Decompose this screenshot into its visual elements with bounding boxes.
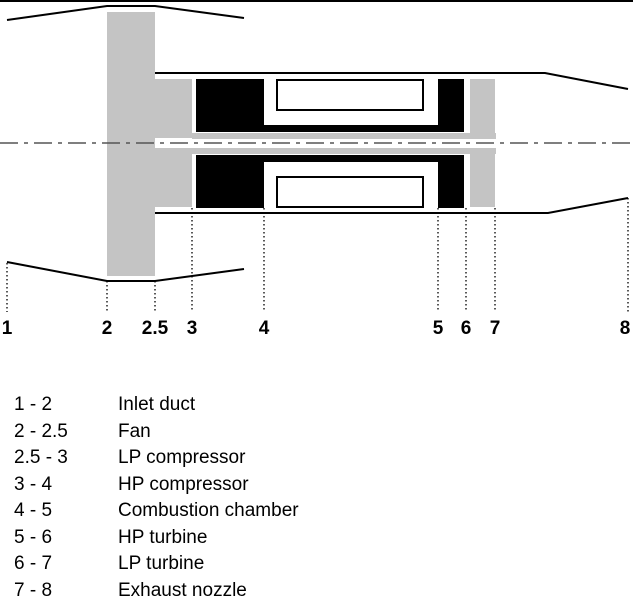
legend-range: 7 - 8 xyxy=(14,579,53,601)
combustion-chamber-lower-liner xyxy=(276,176,424,208)
legend-component-name: LP compressor xyxy=(118,447,246,469)
lp-turbine-upper-block xyxy=(470,79,495,138)
combustion-chamber-upper-liner xyxy=(276,79,424,111)
nacelle-upper-line xyxy=(6,5,245,21)
station-label-7: 7 xyxy=(490,318,501,339)
legend-row: 2 - 2.5 Fan xyxy=(14,419,434,446)
legend-row: 1 - 2 Inlet duct xyxy=(14,392,434,419)
legend-component-name: Fan xyxy=(118,420,151,442)
station-label-4: 4 xyxy=(259,318,270,339)
legend-component-name: Combustion chamber xyxy=(118,500,299,522)
core-cowl-lower-line xyxy=(155,197,629,214)
legend-component-name: Exhaust nozzle xyxy=(118,579,247,601)
legend-row: 5 - 6 HP turbine xyxy=(14,525,434,552)
lp-shaft-lower-strip xyxy=(192,148,496,154)
station-label-8: 8 xyxy=(620,318,631,339)
station-label-2-5: 2.5 xyxy=(142,318,169,339)
turbofan-station-diagram: 1 2 2.5 3 4 5 6 7 8 xyxy=(0,0,633,339)
legend-range: 1 - 2 xyxy=(14,394,53,416)
legend-range: 4 - 5 xyxy=(14,500,53,522)
legend-range: 5 - 6 xyxy=(14,526,53,548)
station-leaders xyxy=(6,198,629,312)
legend-row: 3 - 4 HP compressor xyxy=(14,472,434,499)
legend-component-name: LP turbine xyxy=(118,553,205,575)
legend-range: 2.5 - 3 xyxy=(14,447,68,469)
legend-row: 2.5 - 3 LP compressor xyxy=(14,445,434,472)
legend-range: 6 - 7 xyxy=(14,553,53,575)
nacelle-lower-line xyxy=(6,261,245,282)
legend-row: 7 - 8 Exhaust nozzle xyxy=(14,578,434,605)
core-cowl-upper-line xyxy=(155,72,629,90)
station-label-1: 1 xyxy=(2,318,13,339)
fan-block xyxy=(107,12,155,276)
legend-row: 6 - 7 LP turbine xyxy=(14,551,434,578)
lp-compressor-upper-block xyxy=(155,79,192,138)
legend-component-name: HP compressor xyxy=(118,473,249,495)
legend-component-name: HP turbine xyxy=(118,526,208,548)
legend-range: 3 - 4 xyxy=(14,473,53,495)
legend-component-name: Inlet duct xyxy=(118,394,196,416)
lp-shaft-upper-strip xyxy=(192,133,496,139)
station-legend: 1 - 2 Inlet duct 2 - 2.5 Fan 2.5 - 3 LP … xyxy=(14,392,434,604)
station-label-3: 3 xyxy=(187,318,198,339)
legend-range: 2 - 2.5 xyxy=(14,420,68,442)
station-label-2: 2 xyxy=(102,318,113,339)
station-label-5: 5 xyxy=(433,318,444,339)
station-label-6: 6 xyxy=(461,318,472,339)
legend-row: 4 - 5 Combustion chamber xyxy=(14,498,434,525)
lp-compressor-lower-block xyxy=(155,148,192,207)
lp-turbine-lower-block xyxy=(470,148,495,207)
